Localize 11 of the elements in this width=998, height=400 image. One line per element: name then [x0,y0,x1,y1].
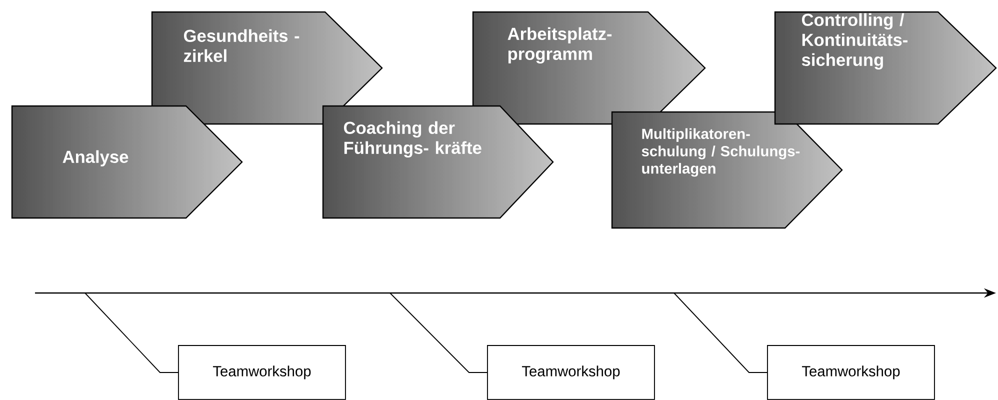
leader-line [390,292,488,373]
callout-box: Teamworkshop [767,345,935,400]
leader-line [674,292,768,373]
chevron: Arbeitsplatz- programm [472,11,706,125]
chevron: Coaching der Führungs- kräfte [322,105,554,219]
chevron: Multiplikatoren- schulung / Schulungs- unterlagen [611,111,843,229]
chevron: Controlling / Kontinuitäts- sicherung [774,11,997,125]
leader-line [84,292,178,373]
callout-box: Teamworkshop [178,345,346,400]
chevron: Analyse [11,105,243,219]
callout-box: Teamworkshop [487,345,655,400]
